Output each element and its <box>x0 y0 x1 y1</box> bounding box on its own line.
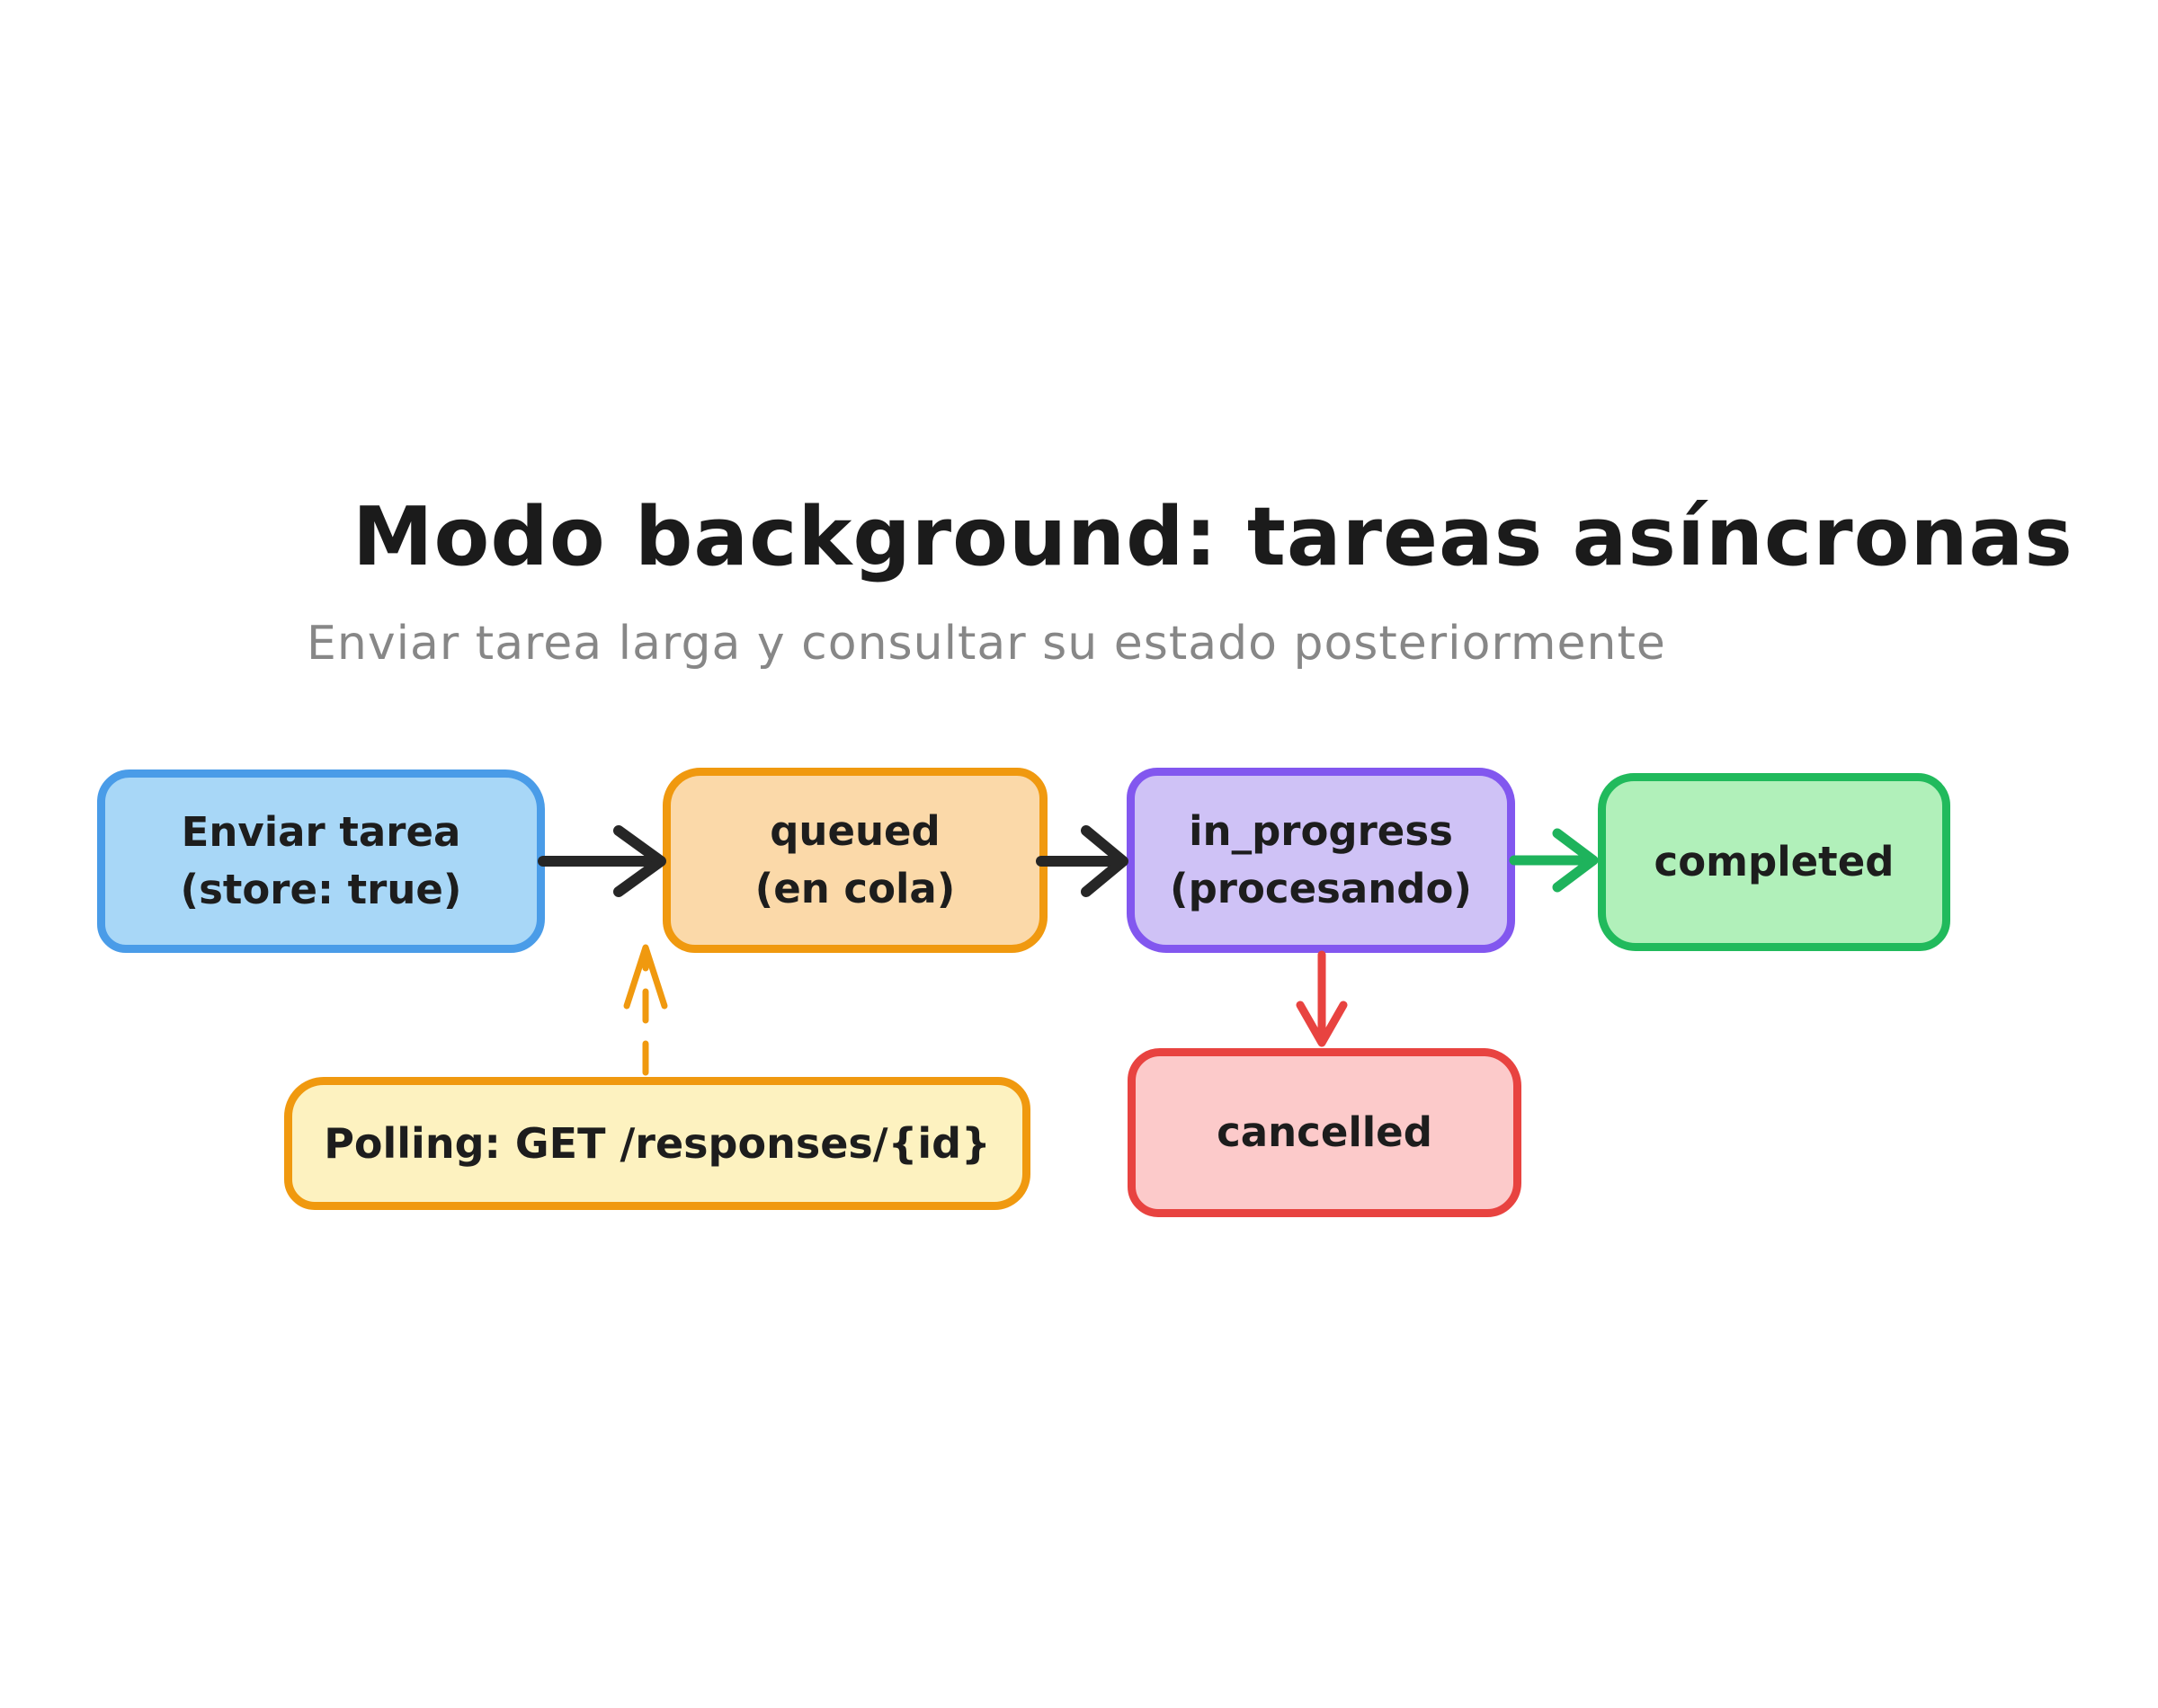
arrow-inprogress-to-cancelled <box>1296 950 1348 1047</box>
node-in-progress: in_progress (procesando) <box>1127 768 1515 953</box>
node-polling: Polling: GET /responses/{id} <box>284 1077 1030 1210</box>
diagram-title: Modo background: tareas asíncronas <box>352 490 2073 584</box>
arrow-inprogress-to-completed <box>1509 828 1599 893</box>
node-queued-sublabel: (en cola) <box>754 865 956 912</box>
node-enviar-tarea-sublabel: (store: true) <box>180 866 462 913</box>
node-completed-label: completed <box>1654 838 1895 886</box>
diagram-subtitle: Enviar tarea larga y consultar su estado… <box>307 617 1666 671</box>
node-in-progress-sublabel: (procesando) <box>1170 865 1472 912</box>
node-cancelled-label: cancelled <box>1217 1108 1432 1157</box>
arrow-submit-to-queued <box>538 825 666 897</box>
node-enviar-tarea: Enviar tarea (store: true) <box>97 769 545 953</box>
node-cancelled: cancelled <box>1128 1048 1521 1217</box>
node-in-progress-label: in_progress <box>1189 807 1453 856</box>
node-queued-label: queued <box>770 807 941 856</box>
arrow-polling-to-queued <box>623 944 668 1076</box>
node-queued: queued (en cola) <box>663 768 1048 953</box>
node-enviar-tarea-label: Enviar tarea <box>181 808 461 857</box>
node-completed: completed <box>1598 773 1950 951</box>
arrow-queued-to-inprogress <box>1036 825 1128 897</box>
node-polling-label: Polling: GET /responses/{id} <box>324 1118 991 1168</box>
